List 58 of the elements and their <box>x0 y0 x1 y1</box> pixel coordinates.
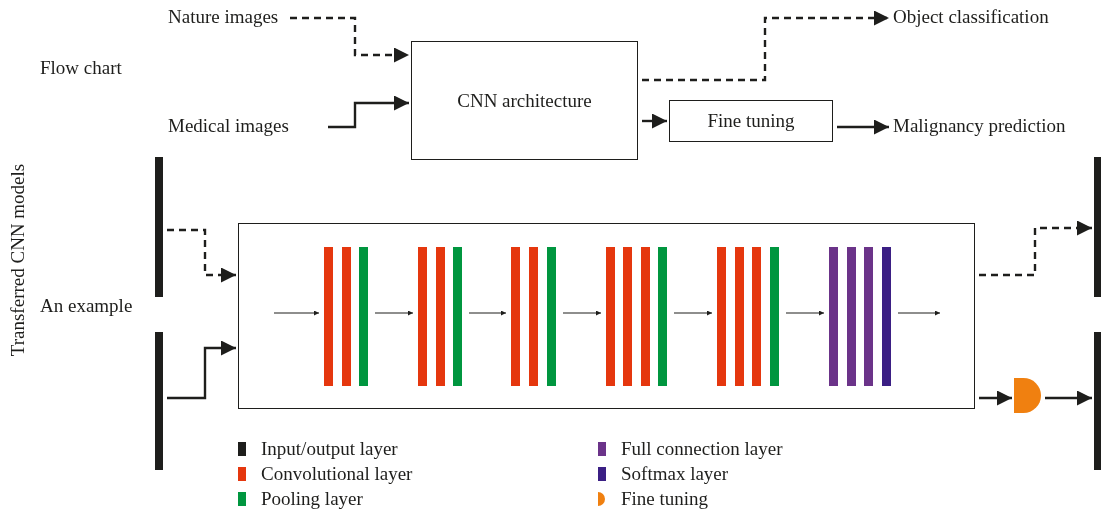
arrow <box>167 228 236 283</box>
process-box: CNN architecture <box>411 41 638 160</box>
layer-bar <box>770 247 779 386</box>
layer-bar <box>847 247 856 386</box>
layer-bar <box>511 247 520 386</box>
arrow <box>468 310 507 316</box>
arrow <box>837 119 889 135</box>
layer-bar <box>717 247 726 386</box>
input-output-bar <box>1094 332 1101 470</box>
legend-label: Fine tuning <box>621 488 709 510</box>
section-label: An example <box>40 295 133 317</box>
layer-bar <box>547 247 556 386</box>
layer-bar <box>606 247 615 386</box>
layer-bar <box>529 247 538 386</box>
arrow <box>785 310 825 316</box>
layer-bar <box>752 247 761 386</box>
arrow <box>273 310 320 316</box>
layer-bar <box>623 247 632 386</box>
arrow <box>167 340 236 400</box>
input-output-bar <box>1094 157 1101 297</box>
layer-bar <box>453 247 462 386</box>
layer-bar <box>436 247 445 386</box>
layer-bar <box>418 247 427 386</box>
layer-bar <box>658 247 667 386</box>
input-label: Nature images <box>168 6 279 28</box>
legend-label: Convolutional layer <box>261 463 413 485</box>
input-output-bar <box>155 157 163 297</box>
arrow <box>642 10 889 82</box>
arrow <box>673 310 713 316</box>
legend-label: Input/output layer <box>261 438 398 460</box>
legend-label: Softmax layer <box>621 463 729 485</box>
output-label: Object classification <box>893 6 1049 28</box>
layer-bar <box>641 247 650 386</box>
legend-label: Pooling layer <box>261 488 363 510</box>
layer-bar <box>882 247 891 386</box>
output-label: Malignancy prediction <box>893 115 1066 137</box>
layer-bar <box>324 247 333 386</box>
layer-bar <box>864 247 873 386</box>
arrow <box>897 310 941 316</box>
layer-bar <box>342 247 351 386</box>
legend-label: Full connection layer <box>621 438 783 460</box>
section-label: Flow chart <box>40 57 122 79</box>
arrow <box>374 310 414 316</box>
axis-title: Transferred CNN models <box>7 163 29 357</box>
arrow <box>328 95 409 129</box>
arrow <box>979 220 1092 277</box>
arrow <box>290 16 409 63</box>
arrow <box>562 310 602 316</box>
input-output-bar <box>155 332 163 470</box>
arrow <box>979 390 1012 406</box>
network-box <box>238 223 975 409</box>
layer-bar <box>829 247 838 386</box>
layer-bar <box>359 247 368 386</box>
layer-bar <box>735 247 744 386</box>
arrow <box>642 113 667 129</box>
process-box: Fine tuning <box>669 100 833 142</box>
arrow <box>1045 390 1092 406</box>
input-label: Medical images <box>168 115 289 137</box>
